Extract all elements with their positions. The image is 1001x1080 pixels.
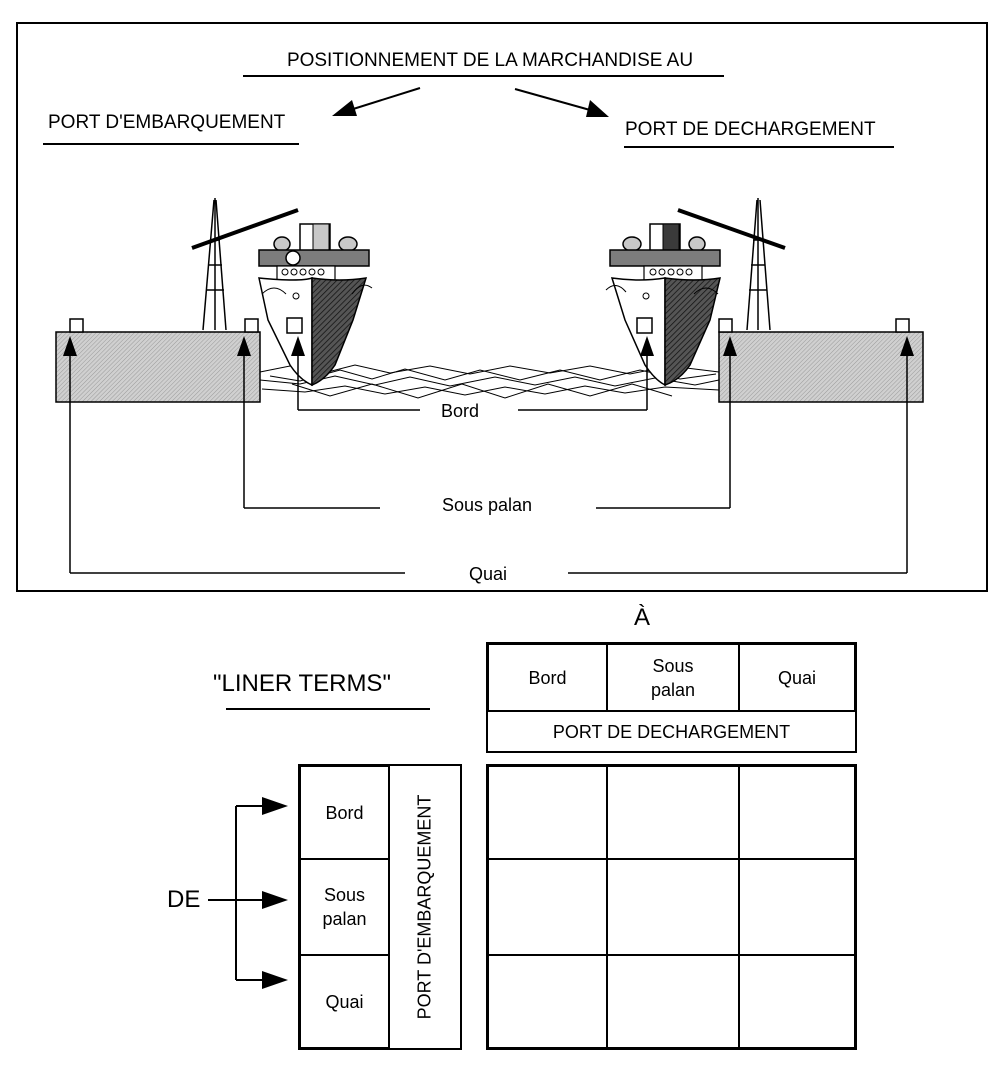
column-header-sous-palan: Sous palan	[607, 644, 739, 711]
bollard-icon	[69, 318, 84, 333]
quai-arrow-icon	[63, 336, 77, 356]
row-header-table: Bord Sous palan Quai PORT D'EMBARQUEMENT	[298, 764, 462, 1050]
to-label: À	[634, 604, 651, 631]
right-ship-icon	[605, 223, 721, 387]
left-ship-icon	[258, 223, 373, 387]
column-header-quai-text: Quai	[777, 667, 817, 688]
matrix-cell	[607, 955, 739, 1048]
column-header-quai: Quai	[739, 644, 855, 711]
arrow-right-icon	[262, 797, 288, 815]
matrix-cell	[607, 859, 739, 955]
matrix-cell	[739, 859, 855, 955]
column-caption-text: PORT DE DECHARGEMENT	[552, 721, 791, 742]
sous-palan-label: Sous palan	[442, 495, 532, 515]
column-header-sous-line2: palan	[650, 679, 696, 700]
row-caption: PORT D'EMBARQUEMENT	[389, 766, 460, 1048]
right-port-label: PORT DE DECHARGEMENT	[625, 119, 876, 140]
arrow-right-icon	[262, 891, 288, 909]
row-header-bord-text: Bord	[325, 802, 364, 823]
terms-matrix	[486, 764, 857, 1050]
column-header-bord-text: Bord	[528, 667, 567, 688]
arrow-to-right-port	[514, 88, 609, 117]
matrix-cell	[607, 766, 739, 859]
matrix-cell	[739, 955, 855, 1048]
column-caption: PORT DE DECHARGEMENT	[488, 711, 855, 751]
quai-arrow-icon	[900, 336, 914, 356]
column-header-table: Bord Sous palan Quai PORT DE DECHARGEMEN…	[486, 642, 857, 753]
diagram-frame	[16, 22, 988, 592]
row-header-quai: Quai	[300, 955, 389, 1048]
liner-terms-title: "LINER TERMS"	[213, 670, 391, 697]
matrix-cell	[488, 766, 607, 859]
right-crane-icon	[677, 198, 786, 331]
left-port-label: PORT D'EMBARQUEMENT	[48, 112, 286, 133]
column-header-sous-line1: Sous	[652, 655, 694, 676]
quai-label: Quai	[469, 564, 507, 584]
bord-label: Bord	[441, 401, 479, 421]
arrow-right-icon	[262, 971, 288, 989]
arrow-to-left-port	[332, 87, 421, 116]
bord-arrow-icon	[291, 336, 305, 356]
diagram-title: POSITIONNEMENT DE LA MARCHANDISE AU	[287, 50, 693, 71]
matrix-cell	[488, 859, 607, 955]
row-caption-text: PORT D'EMBARQUEMENT	[414, 794, 435, 1020]
sous-palan-arrow-icon	[237, 336, 251, 356]
right-dock	[718, 331, 924, 403]
bollard-icon	[895, 318, 910, 333]
row-header-quai-text: Quai	[325, 991, 364, 1012]
bord-arrow-icon	[640, 336, 654, 356]
from-label: DE	[167, 886, 201, 913]
row-header-bord: Bord	[300, 766, 389, 859]
bollard-icon	[718, 318, 733, 333]
left-crane-icon	[191, 198, 299, 331]
row-header-sous-line2: palan	[322, 909, 367, 929]
port-positioning-diagram: POSITIONNEMENT DE LA MARCHANDISE AU PORT…	[43, 50, 924, 584]
matrix-cell	[739, 766, 855, 859]
column-header-bord: Bord	[488, 644, 607, 711]
liner-terms-underline	[226, 708, 430, 710]
sous-palan-bracket	[243, 350, 731, 509]
matrix-cell	[488, 955, 607, 1048]
row-header-sous-palan: Sous palan	[300, 859, 389, 955]
left-dock	[55, 331, 261, 403]
bord-bracket	[297, 350, 648, 411]
row-header-sous-line1: Sous	[323, 885, 366, 905]
sous-palan-arrow-icon	[723, 336, 737, 356]
bollard-icon	[244, 318, 259, 333]
quai-bracket	[69, 350, 908, 574]
